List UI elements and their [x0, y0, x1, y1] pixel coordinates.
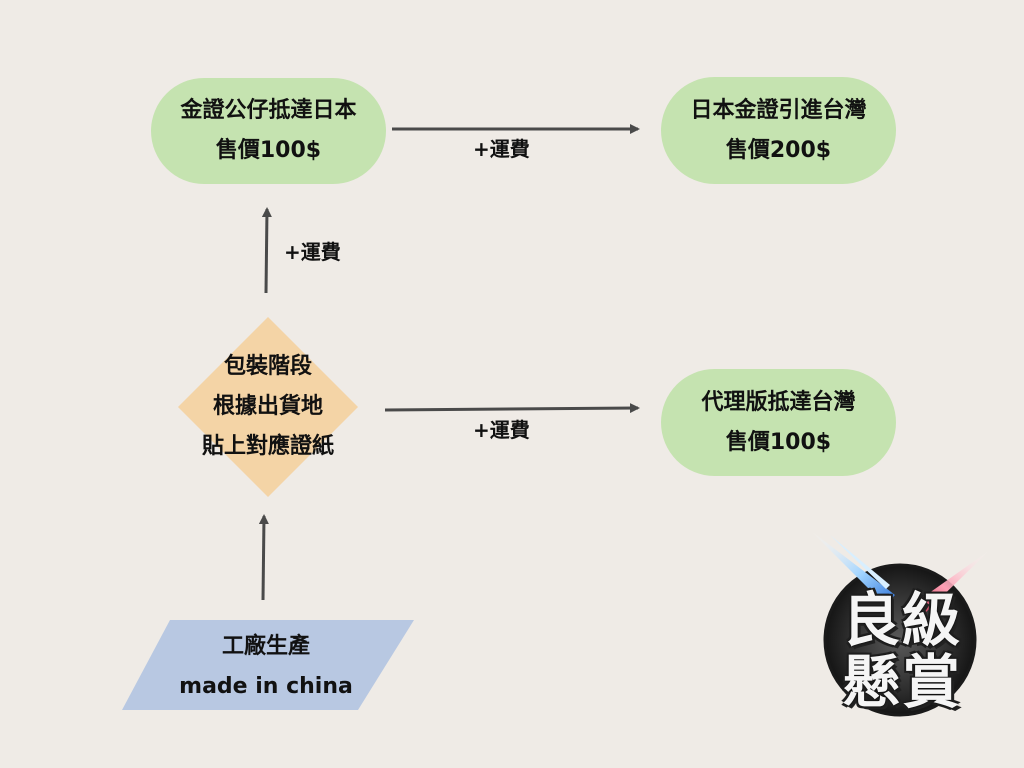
node-japan-arrival-price: 售價100$ — [215, 138, 322, 163]
factory-parallelogram — [122, 620, 414, 710]
node-agent-version: 代理版抵達台灣 售價100$ — [661, 369, 896, 476]
node-packaging-line2: 根據出貨地 — [212, 394, 323, 419]
node-agent-version-title: 代理版抵達台灣 — [701, 389, 856, 415]
logo-text-line1: 良級 — [841, 586, 962, 654]
node-agent-version-price: 售價100$ — [725, 429, 832, 455]
node-packaging: 包裝階段 根據出貨地 貼上對應證紙 — [168, 347, 368, 467]
edge-label-packaging-to-agent: +運費 — [473, 418, 530, 442]
arrow-factory-to-packaging — [258, 514, 269, 601]
node-japan-arrival-title: 金證公仔抵達日本 — [180, 98, 357, 123]
logo: 良級 懸賞 — [800, 525, 1000, 735]
edge-label-factory-to-japan: +運費 — [284, 240, 341, 264]
edge-label-japan-to-taiwan: +運費 — [473, 137, 530, 161]
node-packaging-line1: 包裝階段 — [223, 354, 312, 379]
logo-text-line2: 懸賞 — [841, 648, 962, 716]
node-factory: 工廠生產 made in china — [146, 627, 386, 707]
node-factory-line2: made in china — [179, 674, 353, 699]
node-japan-import-title: 日本金證引進台灣 — [690, 97, 867, 123]
node-packaging-line3: 貼上對應證紙 — [201, 434, 334, 459]
arrow-packaging-to-agent — [384, 403, 640, 414]
node-japan-arrival: 金證公仔抵達日本 售價100$ — [151, 78, 386, 184]
node-factory-line1: 工廠生產 — [221, 634, 310, 659]
logo-emblem — [810, 530, 990, 717]
node-japan-import: 日本金證引進台灣 售價200$ — [661, 77, 896, 184]
node-japan-import-price: 售價200$ — [725, 137, 832, 163]
arrow-packaging-to-japan — [261, 207, 272, 294]
packaging-diamond — [178, 317, 358, 497]
